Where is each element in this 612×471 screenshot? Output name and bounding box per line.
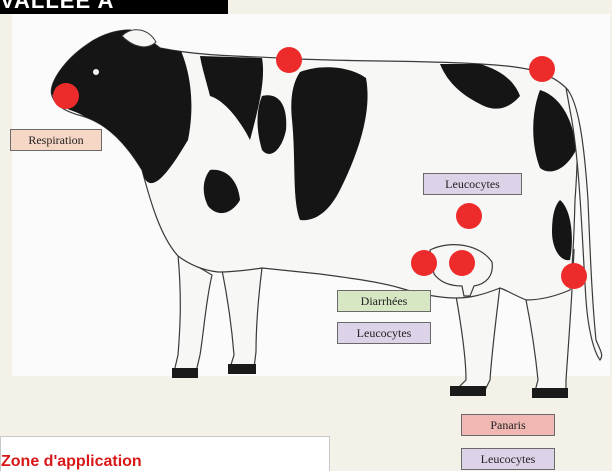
- marker-muzzle-dot[interactable]: [53, 83, 79, 109]
- marker-withers-dot[interactable]: [276, 47, 302, 73]
- hind-leg-left: [454, 286, 500, 392]
- label-diarrhees: Diarrhées: [337, 290, 431, 312]
- label-leucocytes-top: Leucocytes: [423, 173, 522, 195]
- label-leucocytes-mid: Leucocytes: [337, 322, 431, 344]
- eye-shape: [93, 69, 99, 75]
- front-leg-left: [174, 255, 212, 372]
- zone-panel: Zone d'application: [0, 436, 330, 471]
- marker-flank-dot[interactable]: [456, 203, 482, 229]
- label-leucocytes-bottom: Leucocytes: [461, 448, 555, 470]
- marker-udder-front-dot[interactable]: [411, 250, 437, 276]
- marker-hock-dot[interactable]: [561, 263, 587, 289]
- marker-udder-rear-dot[interactable]: [449, 250, 475, 276]
- label-panaris: Panaris: [461, 414, 555, 436]
- front-leg-right: [222, 268, 262, 368]
- zone-title: Zone d'application: [1, 453, 142, 471]
- hooves: [172, 364, 568, 398]
- marker-tailhead-dot[interactable]: [529, 56, 555, 82]
- label-respiration: Respiration: [10, 129, 102, 151]
